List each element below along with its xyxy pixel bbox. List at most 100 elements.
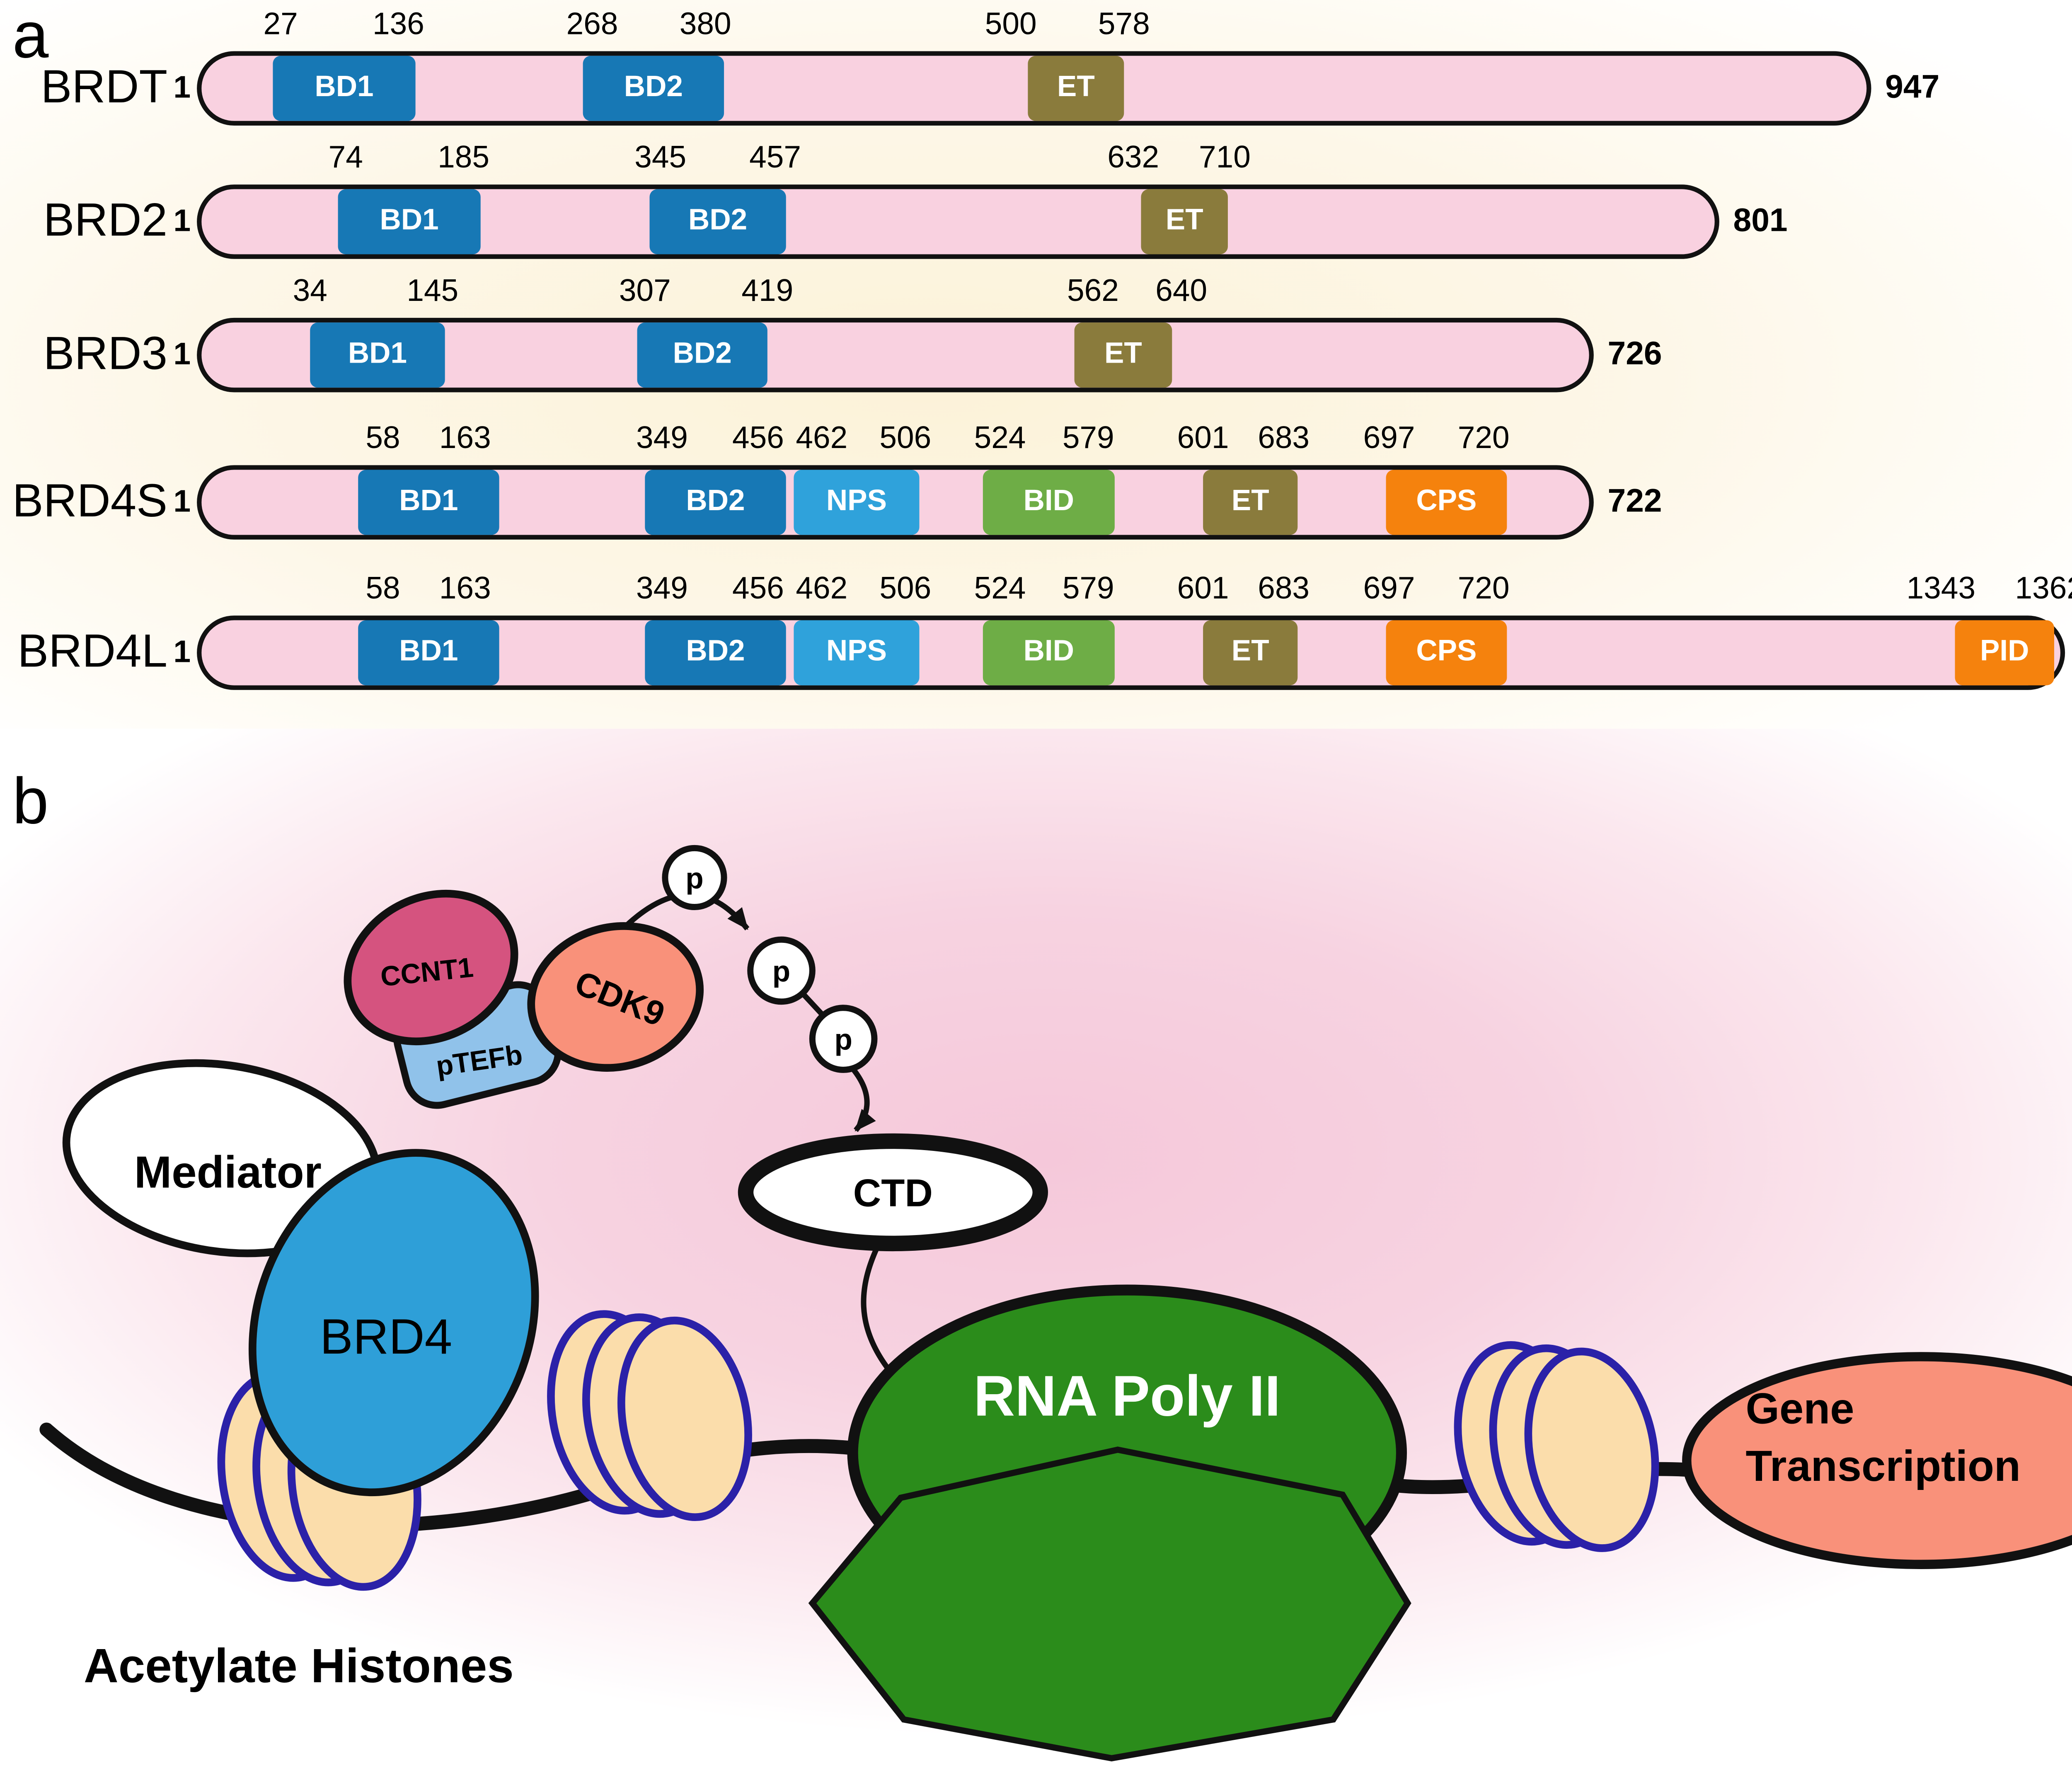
brd4-label: BRD4 <box>320 1309 452 1364</box>
phosphate-3: p <box>809 1005 878 1073</box>
domain-ET-BRD2: ET <box>1141 189 1228 254</box>
domain-BD1-BRD3: BD1 <box>310 322 445 388</box>
domain-CPS-BRD4S: CPS <box>1386 470 1507 535</box>
protein-name-BRD3: BRD3 <box>43 329 168 380</box>
domain-BD2-BRD3: BD2 <box>637 322 767 388</box>
residue-coordinate: 1343 <box>1906 572 1976 606</box>
brd4-protein: BRD4 <box>248 1149 539 1497</box>
residue-coordinate: 601 <box>1177 421 1229 456</box>
residue-coordinate: 506 <box>879 421 932 456</box>
residue-coordinate: 579 <box>1062 572 1114 606</box>
residue-coordinate: 640 <box>1155 274 1208 309</box>
residue-coordinate: 74 <box>328 141 363 175</box>
domain-BID-BRD4L: BID <box>983 620 1115 685</box>
residue-coordinate: 145 <box>407 274 459 309</box>
residue-coordinate: 697 <box>1363 421 1415 456</box>
residue-coordinate: 683 <box>1258 421 1310 456</box>
acetylate-histones-label: Acetylate Histones <box>84 1639 514 1693</box>
mediator-label: Mediator <box>134 1147 322 1197</box>
protein-end-residue: 722 <box>1607 484 1662 520</box>
domain-BID-BRD4S: BID <box>983 470 1115 535</box>
residue-coordinate: 380 <box>679 7 731 42</box>
rna-polymerase-lower-lobe <box>808 1446 1411 1762</box>
residue-coordinate: 506 <box>879 572 932 606</box>
residue-coordinate: 500 <box>985 7 1037 42</box>
phosphate-1: p <box>662 845 727 911</box>
residue-coordinate: 345 <box>634 141 687 175</box>
residue-coordinate: 462 <box>796 421 848 456</box>
protein-end-residue: 947 <box>1885 70 1940 106</box>
residue-coordinate: 562 <box>1067 274 1119 309</box>
residue-coordinate: 163 <box>439 421 491 456</box>
phospho-arrow-2 <box>849 1065 876 1132</box>
protein-start-residue: 1 <box>173 338 191 372</box>
domain-CPS-BRD4L: CPS <box>1386 620 1507 685</box>
residue-coordinate: 601 <box>1177 572 1229 606</box>
svg-text:p: p <box>834 1024 852 1056</box>
protein-start-residue: 1 <box>173 71 191 106</box>
domain-BD2-BRD4L: BD2 <box>645 620 786 685</box>
residue-coordinate: 58 <box>366 421 400 456</box>
residue-coordinate: 268 <box>566 7 618 42</box>
protein-start-residue: 1 <box>173 204 191 239</box>
residue-coordinate: 683 <box>1258 572 1310 606</box>
residue-coordinate: 457 <box>749 141 801 175</box>
domain-BD1-BRDT: BD1 <box>273 56 416 121</box>
svg-text:p: p <box>685 862 703 895</box>
gene-transcription-bubble <box>1682 1352 2072 1569</box>
residue-coordinate: 163 <box>439 572 491 606</box>
protein-name-BRD2: BRD2 <box>43 195 168 247</box>
rna-polymerase-label: RNA Poly II <box>973 1364 1280 1428</box>
residue-coordinate: 578 <box>1098 7 1150 42</box>
mediator-complex: Mediator <box>62 1059 381 1257</box>
residue-coordinate: 462 <box>796 572 848 606</box>
domain-BD1-BRD2: BD1 <box>338 189 481 254</box>
ctd-domain: CTD <box>738 1133 1048 1252</box>
residue-coordinate: 524 <box>974 572 1026 606</box>
protein-end-residue: 801 <box>1733 203 1788 239</box>
residue-coordinate: 58 <box>366 572 400 606</box>
residue-coordinate: 34 <box>293 274 327 309</box>
protein-start-residue: 1 <box>173 485 191 520</box>
protein-name-BRD4L: BRD4L <box>17 626 168 678</box>
protein-start-residue: 1 <box>173 635 191 670</box>
residue-coordinate: 419 <box>741 274 794 309</box>
domain-NPS-BRD4L: NPS <box>794 620 920 685</box>
residue-coordinate: 456 <box>732 572 784 606</box>
domain-BD2-BRDT: BD2 <box>583 56 724 121</box>
residue-coordinate: 524 <box>974 421 1026 456</box>
residue-coordinate: 307 <box>619 274 671 309</box>
ctd-tether <box>861 1245 891 1371</box>
residue-coordinate: 720 <box>1457 572 1510 606</box>
histone-right <box>1454 1341 1659 1552</box>
residue-coordinate: 27 <box>263 7 298 42</box>
domain-ET-BRDT: ET <box>1028 56 1124 121</box>
histone-middle <box>547 1310 752 1521</box>
domain-ET-BRD4S: ET <box>1203 470 1298 535</box>
domain-BD2-BRD4S: BD2 <box>645 470 786 535</box>
ccnt1-protein: CCNT1 <box>344 889 518 1046</box>
svg-text:p: p <box>772 955 790 988</box>
gene-transcription-label: Gene Transcription <box>1745 1384 2021 1490</box>
domain-ET-BRD4L: ET <box>1203 620 1298 685</box>
residue-coordinate: 697 <box>1363 572 1415 606</box>
residue-coordinate: 632 <box>1107 141 1159 175</box>
domain-ET-BRD3: ET <box>1074 322 1172 388</box>
residue-coordinate: 710 <box>1199 141 1251 175</box>
phosphate-2: p <box>747 936 816 1005</box>
residue-coordinate: 349 <box>636 572 688 606</box>
protein-name-BRDT: BRDT <box>41 62 168 114</box>
protein-end-residue: 726 <box>1607 336 1662 372</box>
residue-coordinate: 456 <box>732 421 784 456</box>
domain-BD1-BRD4L: BD1 <box>358 620 499 685</box>
panel-b-label: b <box>12 764 49 838</box>
domain-NPS-BRD4S: NPS <box>794 470 920 535</box>
residue-coordinate: 136 <box>373 7 424 42</box>
